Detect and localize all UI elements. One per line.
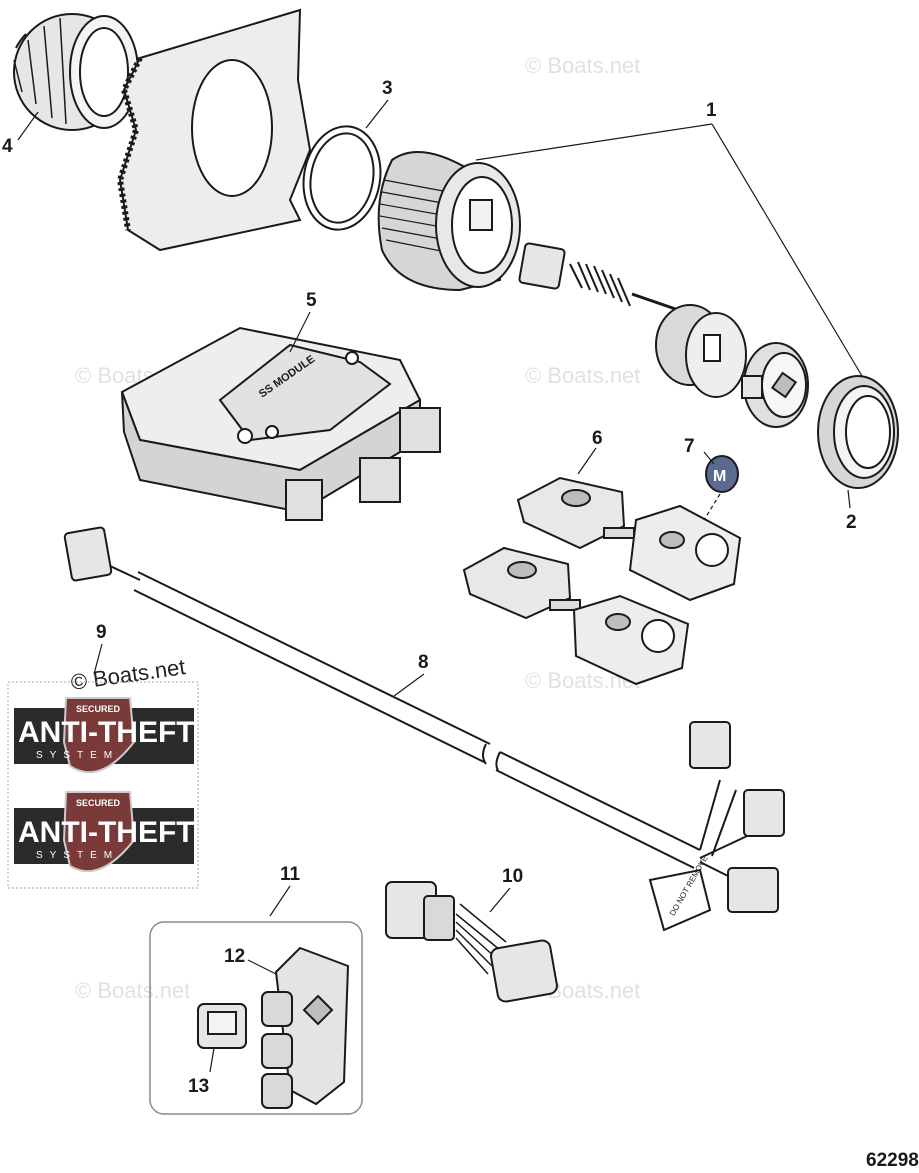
callout-12: 12 bbox=[224, 946, 245, 967]
watermark-overlay: © Boats.net bbox=[69, 654, 187, 695]
part-11-kit[interactable] bbox=[149, 921, 363, 1115]
callout-11: 11 bbox=[280, 864, 301, 885]
decal-main-text: ANTI-THEFT bbox=[18, 816, 195, 849]
watermark: © Boats.net bbox=[525, 363, 640, 388]
decal-top-text: SECURED bbox=[76, 798, 121, 808]
part-7-logo-emblem[interactable]: M bbox=[705, 455, 739, 493]
decal-main-text: ANTI-THEFT bbox=[18, 716, 195, 749]
mounting-panel bbox=[116, 8, 312, 252]
part-13-connector[interactable] bbox=[197, 1003, 247, 1049]
callout-4: 4 bbox=[2, 136, 13, 157]
part-5-ecm-module[interactable]: SS MODULE bbox=[120, 326, 441, 521]
part-10-adapter-harness[interactable] bbox=[385, 881, 558, 1003]
decal-sub-text: SYSTEM bbox=[36, 850, 119, 861]
callout-1: 1 bbox=[706, 100, 717, 121]
part-1-ignition-switch[interactable] bbox=[377, 151, 809, 428]
decal-top-text: SECURED bbox=[76, 704, 121, 714]
part-6-keys[interactable] bbox=[462, 476, 742, 686]
callout-2: 2 bbox=[846, 512, 857, 533]
watermark: © Boats.net bbox=[525, 53, 640, 78]
part-12-junction-block[interactable] bbox=[261, 946, 350, 1109]
callout-6: 6 bbox=[592, 428, 603, 449]
emblem-mark: M bbox=[713, 468, 726, 485]
callout-7: 7 bbox=[684, 436, 695, 457]
diagram-id-number: 62298 bbox=[866, 1150, 919, 1171]
decal-sub-text: SYSTEM bbox=[36, 750, 119, 761]
decal: SECURED ANTI-THEFT SYSTEM bbox=[14, 697, 195, 774]
decal: SECURED ANTI-THEFT SYSTEM bbox=[14, 791, 195, 873]
callout-9: 9 bbox=[96, 622, 107, 643]
part-9-decals[interactable]: SECURED ANTI-THEFT SYSTEM SECURED ANTI-T… bbox=[7, 681, 199, 889]
callout-5: 5 bbox=[306, 290, 317, 311]
watermark: © Boats.net bbox=[75, 978, 190, 1003]
part-3-o-ring[interactable] bbox=[296, 120, 389, 236]
leader-lines bbox=[17, 99, 863, 1073]
callout-13: 13 bbox=[188, 1076, 209, 1097]
callout-10: 10 bbox=[502, 866, 523, 887]
part-8-wiring-harness[interactable]: DO NOT REMOVE bbox=[63, 526, 785, 932]
part-2-bezel[interactable] bbox=[817, 375, 899, 489]
callout-8: 8 bbox=[418, 652, 429, 673]
part-4-retaining-nut[interactable] bbox=[13, 13, 139, 131]
callout-3: 3 bbox=[382, 78, 393, 99]
callouts: 1 2 3 4 5 6 7 8 9 10 11 12 13 bbox=[2, 78, 857, 1097]
